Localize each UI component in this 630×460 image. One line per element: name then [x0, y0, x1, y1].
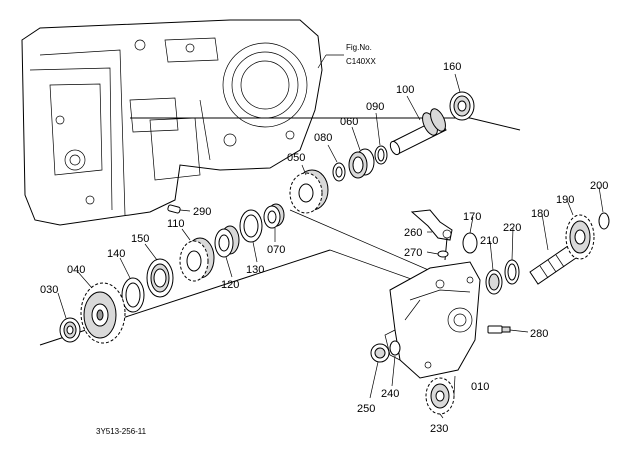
fig-no-label: Fig.No. [346, 43, 372, 52]
callout-220: 220 [503, 222, 521, 234]
callout-110: 110 [167, 218, 185, 230]
drawing-id: 3Y513-256-11 [96, 427, 147, 436]
callout-080: 080 [314, 132, 332, 144]
callout-290: 290 [193, 206, 211, 218]
gear-230 [425, 377, 455, 415]
bearing-250 [370, 343, 390, 363]
transmission-case [21, 19, 323, 226]
callout-280: 280 [530, 328, 548, 340]
ring-140 [121, 277, 145, 313]
bolt-280 [487, 325, 511, 334]
washer-130 [239, 209, 263, 243]
gear-040 [80, 282, 126, 344]
callout-010: 010 [471, 381, 489, 393]
ring-240 [389, 340, 401, 356]
collar-080 [332, 162, 346, 182]
callout-100: 100 [396, 84, 414, 96]
callout-200: 200 [590, 180, 608, 192]
callout-130: 130 [246, 264, 264, 276]
needle-bearing-060 [348, 148, 375, 179]
fig-no-value: C140XX [346, 57, 376, 66]
housing-010 [384, 261, 481, 379]
callout-labels: 010 030 040 050 060 070 080 090 100 110 … [40, 61, 608, 435]
callout-180: 180 [531, 208, 549, 220]
callout-260: 260 [404, 227, 422, 239]
coupler-150 [146, 258, 174, 298]
gear-110 [179, 237, 215, 282]
needle-bearing-120 [214, 225, 240, 258]
leader-lines [57, 73, 604, 419]
callout-240: 240 [381, 388, 399, 400]
callout-230: 230 [430, 423, 448, 435]
callout-090: 090 [366, 101, 384, 113]
gear-050 [289, 169, 329, 214]
callout-210: 210 [480, 235, 498, 247]
callout-060: 060 [340, 116, 358, 128]
bearing-070 [263, 203, 285, 229]
callout-030: 030 [40, 284, 58, 296]
figure-number-block: Fig.No. C140XX [317, 43, 376, 69]
shaft-100 [389, 108, 447, 156]
callout-270: 270 [404, 247, 422, 259]
ring-200 [598, 212, 610, 230]
callout-250: 250 [357, 403, 375, 415]
callout-170: 170 [463, 211, 481, 223]
ring-170 [462, 232, 478, 254]
callout-150: 150 [131, 233, 149, 245]
callout-140: 140 [107, 248, 125, 260]
bearing-160 [449, 91, 475, 121]
callout-190: 190 [556, 194, 574, 206]
pin-290 [167, 204, 181, 214]
callout-120: 120 [221, 279, 239, 291]
ring-220 [504, 259, 520, 285]
washer-270 [437, 250, 449, 258]
ring-090 [374, 145, 388, 165]
gear-190 [565, 214, 595, 260]
callout-050: 050 [287, 152, 305, 164]
callout-160: 160 [443, 61, 461, 73]
callout-040: 040 [67, 264, 85, 276]
bearing-030 [59, 317, 81, 343]
callout-070: 070 [267, 244, 285, 256]
bearing-210 [485, 269, 503, 295]
